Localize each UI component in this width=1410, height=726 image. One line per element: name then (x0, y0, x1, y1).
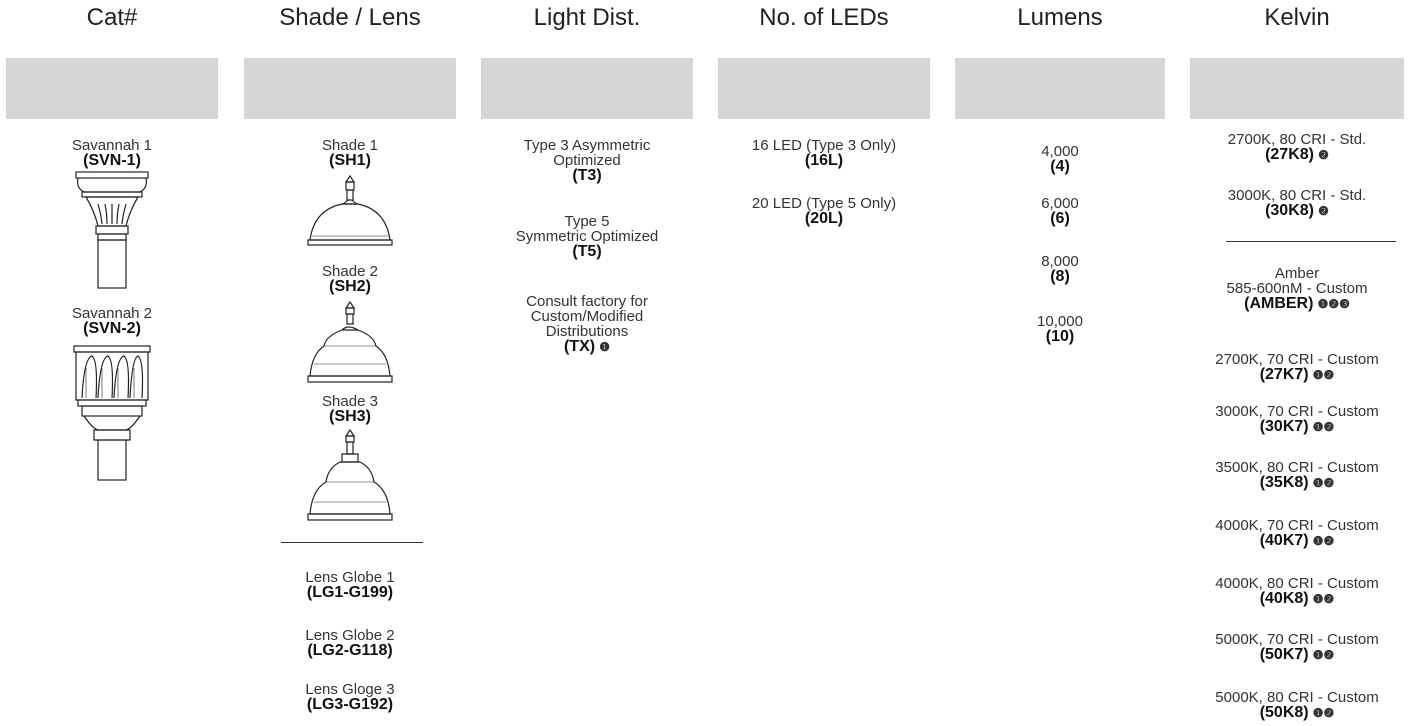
savannah-2-icon (73, 345, 151, 481)
input-box-lumens[interactable] (955, 58, 1165, 119)
lumen-option-10[interactable]: 10,000 (10) (1037, 313, 1083, 345)
dist-option-t3[interactable]: Type 3 Asymmetric Optimized (T3) (523, 137, 651, 184)
shade-option-sh2[interactable]: Shade 2 (SH2) (322, 263, 378, 295)
dist-options: Type 3 Asymmetric Optimized (T3) Type 5 … (481, 0, 693, 726)
input-box-shade[interactable] (244, 58, 456, 119)
kelvin-option-30k7[interactable]: 3000K, 70 CRI - Custom (30K7) ❶❷ (1215, 403, 1379, 435)
shade-option-sh1[interactable]: Shade 1 (SH1) (322, 137, 378, 169)
kelvin-option-amber[interactable]: Amber 585-600nM - Custom (AMBER) ❶❷❸ (1226, 265, 1368, 312)
header-cat: Cat# (86, 4, 138, 31)
lumen-option-4[interactable]: 4,000 (4) (1041, 143, 1079, 175)
shade-1-icon (307, 174, 393, 246)
header-dist: Light Dist. (533, 4, 641, 31)
lumen-option-8[interactable]: 8,000 (8) (1041, 253, 1079, 285)
dist-option-t5[interactable]: Type 5 Symmetric Optimized (T5) (515, 213, 659, 260)
cat-option-svn1[interactable]: Savannah 1 (SVN-1) (71, 137, 153, 169)
savannah-1-icon (75, 171, 149, 289)
shade-lens-divider (281, 542, 423, 543)
kelvin-option-40k8[interactable]: 4000K, 80 CRI - Custom (40K8) ❶❷ (1215, 575, 1379, 607)
kelvin-options: 2700K, 80 CRI - Std. (27K8) ❷ 3000K, 80 … (1190, 0, 1404, 726)
kelvin-option-50k7[interactable]: 5000K, 70 CRI - Custom (50K7) ❶❷ (1215, 631, 1379, 663)
header-leds: No. of LEDs (759, 4, 889, 31)
cat-option-svn2[interactable]: Savannah 2 (SVN-2) (71, 305, 153, 337)
cat-options: Savannah 1 (SVN-1) Savannah 2 (SVN-2) (6, 0, 218, 726)
shade-option-sh3[interactable]: Shade 3 (SH3) (322, 393, 378, 425)
lens-option-lg3[interactable]: Lens Gloge 3 (LG3-G192) (305, 681, 395, 713)
shade-2-icon (307, 300, 393, 383)
kelvin-option-27k8[interactable]: 2700K, 80 CRI - Std. (27K8) ❷ (1227, 131, 1367, 163)
led-options: 16 LED (Type 3 Only) (16L) 20 LED (Type … (718, 0, 930, 726)
col-lumens: Lumens (955, 0, 1165, 726)
lens-option-lg2[interactable]: Lens Globe 2 (LG2-G118) (305, 627, 395, 659)
header-shade: Shade / Lens (279, 4, 421, 31)
lens-option-lg1[interactable]: Lens Globe 1 (LG1-G199) (305, 569, 395, 601)
input-box-leds[interactable] (718, 58, 930, 119)
input-box-dist[interactable] (481, 58, 693, 119)
col-shade: Shade / Lens (244, 0, 456, 726)
dist-option-tx[interactable]: Consult factory for Custom/Modified Dist… (526, 293, 648, 355)
led-option-16l[interactable]: 16 LED (Type 3 Only) (16L) (751, 137, 897, 169)
kelvin-option-50k8[interactable]: 5000K, 80 CRI - Custom (50K8) ❶❷ (1215, 689, 1379, 721)
col-dist: Light Dist. (481, 0, 693, 726)
kelvin-option-40k7[interactable]: 4000K, 70 CRI - Custom (40K7) ❶❷ (1215, 517, 1379, 549)
input-box-kelvin[interactable] (1190, 58, 1404, 119)
led-option-20l[interactable]: 20 LED (Type 5 Only) (20L) (751, 195, 897, 227)
col-kelvin: Kelvin (1190, 0, 1404, 726)
lumen-options: 4,000 (4) 6,000 (6) 8,000 (8) 10,000 (10… (955, 0, 1165, 726)
shade-3-icon (307, 428, 393, 521)
header-kelvin: Kelvin (1264, 4, 1330, 31)
col-cat: Cat# (6, 0, 218, 726)
col-leds: No. of LEDs (718, 0, 930, 726)
shade-options: Shade 1 (SH1) Shade 2 (SH2) Shade 3 (SH3… (244, 0, 456, 726)
kelvin-std-custom-divider (1226, 241, 1396, 242)
kelvin-option-35k8[interactable]: 3500K, 80 CRI - Custom (35K8) ❶❷ (1215, 459, 1379, 491)
input-box-cat[interactable] (6, 58, 218, 119)
lumen-option-6[interactable]: 6,000 (6) (1041, 195, 1079, 227)
footnote-marker: ❶ (599, 340, 611, 354)
kelvin-option-27k7[interactable]: 2700K, 70 CRI - Custom (27K7) ❶❷ (1215, 351, 1379, 383)
header-lumens: Lumens (1017, 4, 1103, 31)
kelvin-option-30k8[interactable]: 3000K, 80 CRI - Std. (30K8) ❷ (1227, 187, 1367, 219)
